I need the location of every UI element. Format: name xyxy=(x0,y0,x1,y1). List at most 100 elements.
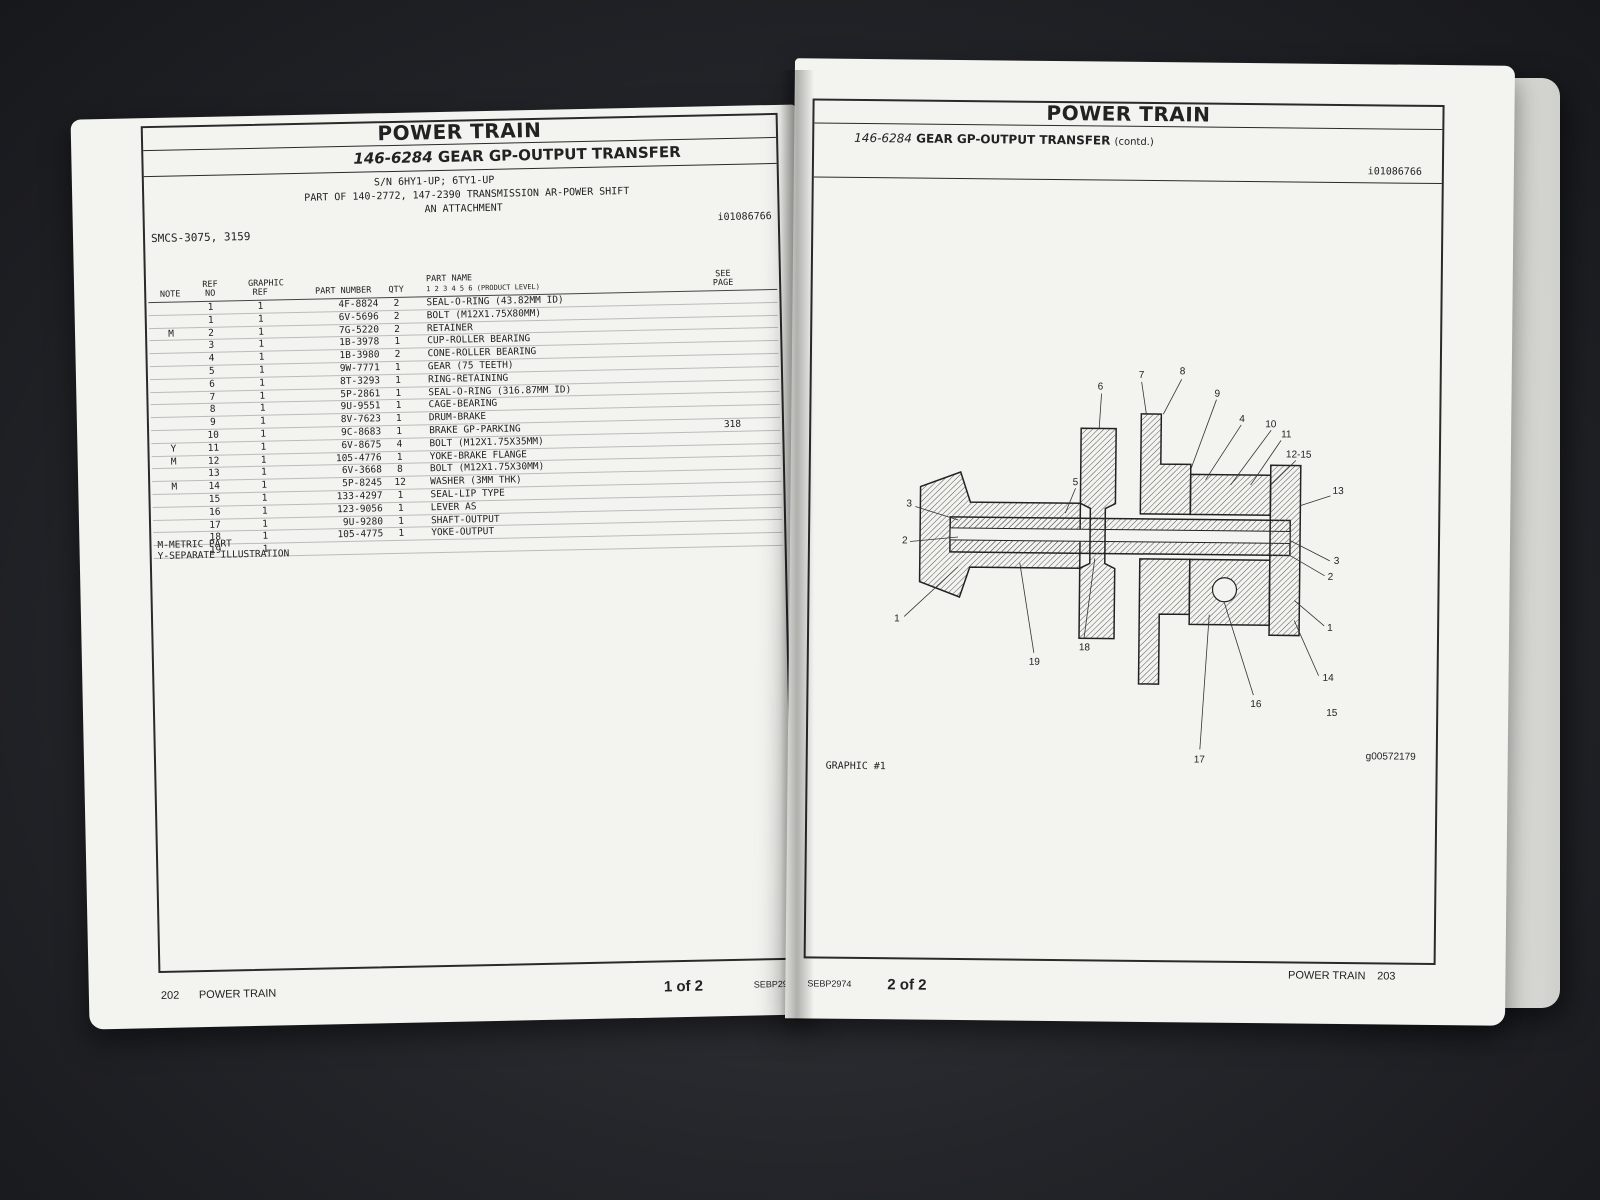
qty-cell: 2 xyxy=(394,323,400,335)
legend: M-METRIC PART Y-SEPARATE ILLUSTRATION xyxy=(157,537,289,562)
ref-no-cell: 1 xyxy=(207,301,214,313)
callout-12-15: 12-15 xyxy=(1286,449,1312,460)
see-page-cell xyxy=(710,355,740,356)
callout-7: 7 xyxy=(1139,370,1145,381)
ref-no-cell: 13 xyxy=(208,468,220,480)
part-number-cell: 9U-9551 xyxy=(340,400,381,413)
see-page-cell xyxy=(709,329,739,330)
qty-cell: 1 xyxy=(395,400,402,412)
right-page-frame: POWER TRAIN 146-6284 GEAR GP-OUTPUT TRAN… xyxy=(803,98,1445,966)
callout-15: 15 xyxy=(1326,708,1338,719)
qty-cell: 1 xyxy=(395,387,402,399)
serial-range: S/N 6HY1-UP; 6TY1-UP xyxy=(373,174,495,189)
qty-cell: 1 xyxy=(395,374,402,386)
qty-cell: 1 xyxy=(397,502,404,514)
qty-cell: 1 xyxy=(396,425,403,437)
part-name-cell: RING-RETAINING xyxy=(427,372,509,386)
graphic-ref-cell: 1 xyxy=(260,467,267,479)
ref-no-cell: 8 xyxy=(209,404,216,416)
book-gutter xyxy=(780,70,814,1020)
col-see-page: SEE PAGE xyxy=(712,268,734,289)
part-number-cell: 105-4775 xyxy=(337,528,384,541)
part-name-cell: LEVER AS xyxy=(430,501,477,513)
left-page-title: 146-6284 GEAR GP-OUTPUT TRANSFER xyxy=(353,143,681,168)
part-name-cell: WASHER (3MM THK) xyxy=(430,474,522,488)
doc-id: i01086766 xyxy=(717,211,772,224)
note-cell xyxy=(160,379,184,380)
ref-no-cell: 3 xyxy=(208,340,215,352)
graphic-ref-cell: 1 xyxy=(258,351,265,363)
callout-1-left: 1 xyxy=(894,613,900,624)
graphic-ref-cell: 1 xyxy=(260,454,267,466)
part-name-cell: CONE-ROLLER BEARING xyxy=(427,346,537,360)
see-page-cell xyxy=(711,406,741,407)
callout-4: 4 xyxy=(1239,414,1245,425)
parts-table: NOTE REF NO GRAPHIC REF PART NUMBER QTY … xyxy=(147,254,783,559)
see-page-cell xyxy=(713,534,743,535)
callout-13: 13 xyxy=(1332,486,1344,497)
part-number-cell: 9U-9280 xyxy=(342,515,384,528)
note-cell: M xyxy=(170,456,177,468)
note-cell: M xyxy=(171,481,178,493)
lever-pivot xyxy=(1211,577,1238,603)
graphic-ref-cell: 1 xyxy=(259,403,266,415)
col-graphic-ref: GRAPHIC REF xyxy=(247,278,284,298)
title-text: GEAR GP-OUTPUT TRANSFER xyxy=(437,142,681,167)
right-page: POWER TRAIN 146-6284 GEAR GP-OUTPUT TRAN… xyxy=(784,58,1516,1026)
note-cell: M xyxy=(168,328,175,340)
ref-no-cell: 1 xyxy=(207,314,214,326)
left-page-frame: POWER TRAIN 146-6284 GEAR GP-OUTPUT TRAN… xyxy=(140,112,796,974)
qty-cell: 1 xyxy=(398,528,405,540)
attachment-text: AN ATTACHMENT xyxy=(424,202,503,216)
ref-no-cell: 4 xyxy=(208,352,215,365)
part-name-cell: BOLT (M12X1.75X80MM) xyxy=(426,307,542,322)
see-page-cell xyxy=(713,508,743,509)
callout-3-right: 3 xyxy=(1334,556,1340,567)
see-page-cell xyxy=(712,457,742,458)
part-name-cell: YOKE-BRAKE FLANGE xyxy=(429,448,528,462)
graphic-ref-cell: 1 xyxy=(262,518,269,530)
col-part-number: PART NUMBER xyxy=(314,285,372,297)
see-page-cell xyxy=(712,470,742,471)
qty-cell: 1 xyxy=(394,336,401,348)
callout-11: 11 xyxy=(1281,429,1292,440)
see-page-cell xyxy=(712,483,742,484)
see-page-cell xyxy=(712,444,742,445)
part-number-cell: 4F-8824 xyxy=(338,298,379,311)
see-page-cell: 318 xyxy=(723,418,742,431)
part-name-cell: BRAKE GP-PARKING xyxy=(429,423,521,437)
note-cell xyxy=(161,418,185,419)
qty-cell: 2 xyxy=(393,310,400,322)
right-page-number: 203 xyxy=(1377,970,1396,983)
col-qty: QTY xyxy=(388,284,404,296)
note-cell xyxy=(163,533,187,534)
bearing-cage xyxy=(1139,413,1192,516)
callout-5: 5 xyxy=(1073,477,1079,488)
right-title-rule xyxy=(813,176,1442,185)
exploded-view-illustration: 6 7 8 9 4 10 11 12-15 13 5 3 2 1 19 18 3… xyxy=(894,366,1344,765)
ref-no-cell: 6 xyxy=(209,378,216,390)
graphic-ref-cell: 1 xyxy=(258,326,265,338)
graphic-ref-cell: 1 xyxy=(259,377,266,389)
callout-17: 17 xyxy=(1194,754,1206,765)
right-doc-id: i01086766 xyxy=(1367,166,1422,178)
see-page-cell xyxy=(713,521,743,522)
ref-no-cell: 15 xyxy=(208,493,221,505)
note-cell xyxy=(160,392,184,393)
right-title-text: GEAR GP-OUTPUT TRANSFER xyxy=(916,131,1111,148)
leader-lines xyxy=(903,379,1331,750)
part-name-cell: BOLT (M12X1.75X30MM) xyxy=(429,461,545,475)
part-name-cell: CAGE-BEARING xyxy=(428,398,498,411)
callout-8: 8 xyxy=(1180,366,1186,377)
right-footer-section: POWER TRAIN xyxy=(1287,969,1366,983)
col-part-name: PART NAME xyxy=(425,273,473,285)
ref-no-cell: 17 xyxy=(209,519,221,531)
note-cell xyxy=(159,341,183,342)
left-page: POWER TRAIN 146-6284 GEAR GP-OUTPUT TRAN… xyxy=(70,104,815,1030)
note-cell xyxy=(158,302,182,303)
see-page-cell xyxy=(710,368,740,369)
graphic-ref-cell: 1 xyxy=(258,339,265,351)
part-name-cell: CUP-ROLLER BEARING xyxy=(427,333,531,347)
graphic-ref-cell: 1 xyxy=(261,492,268,504)
